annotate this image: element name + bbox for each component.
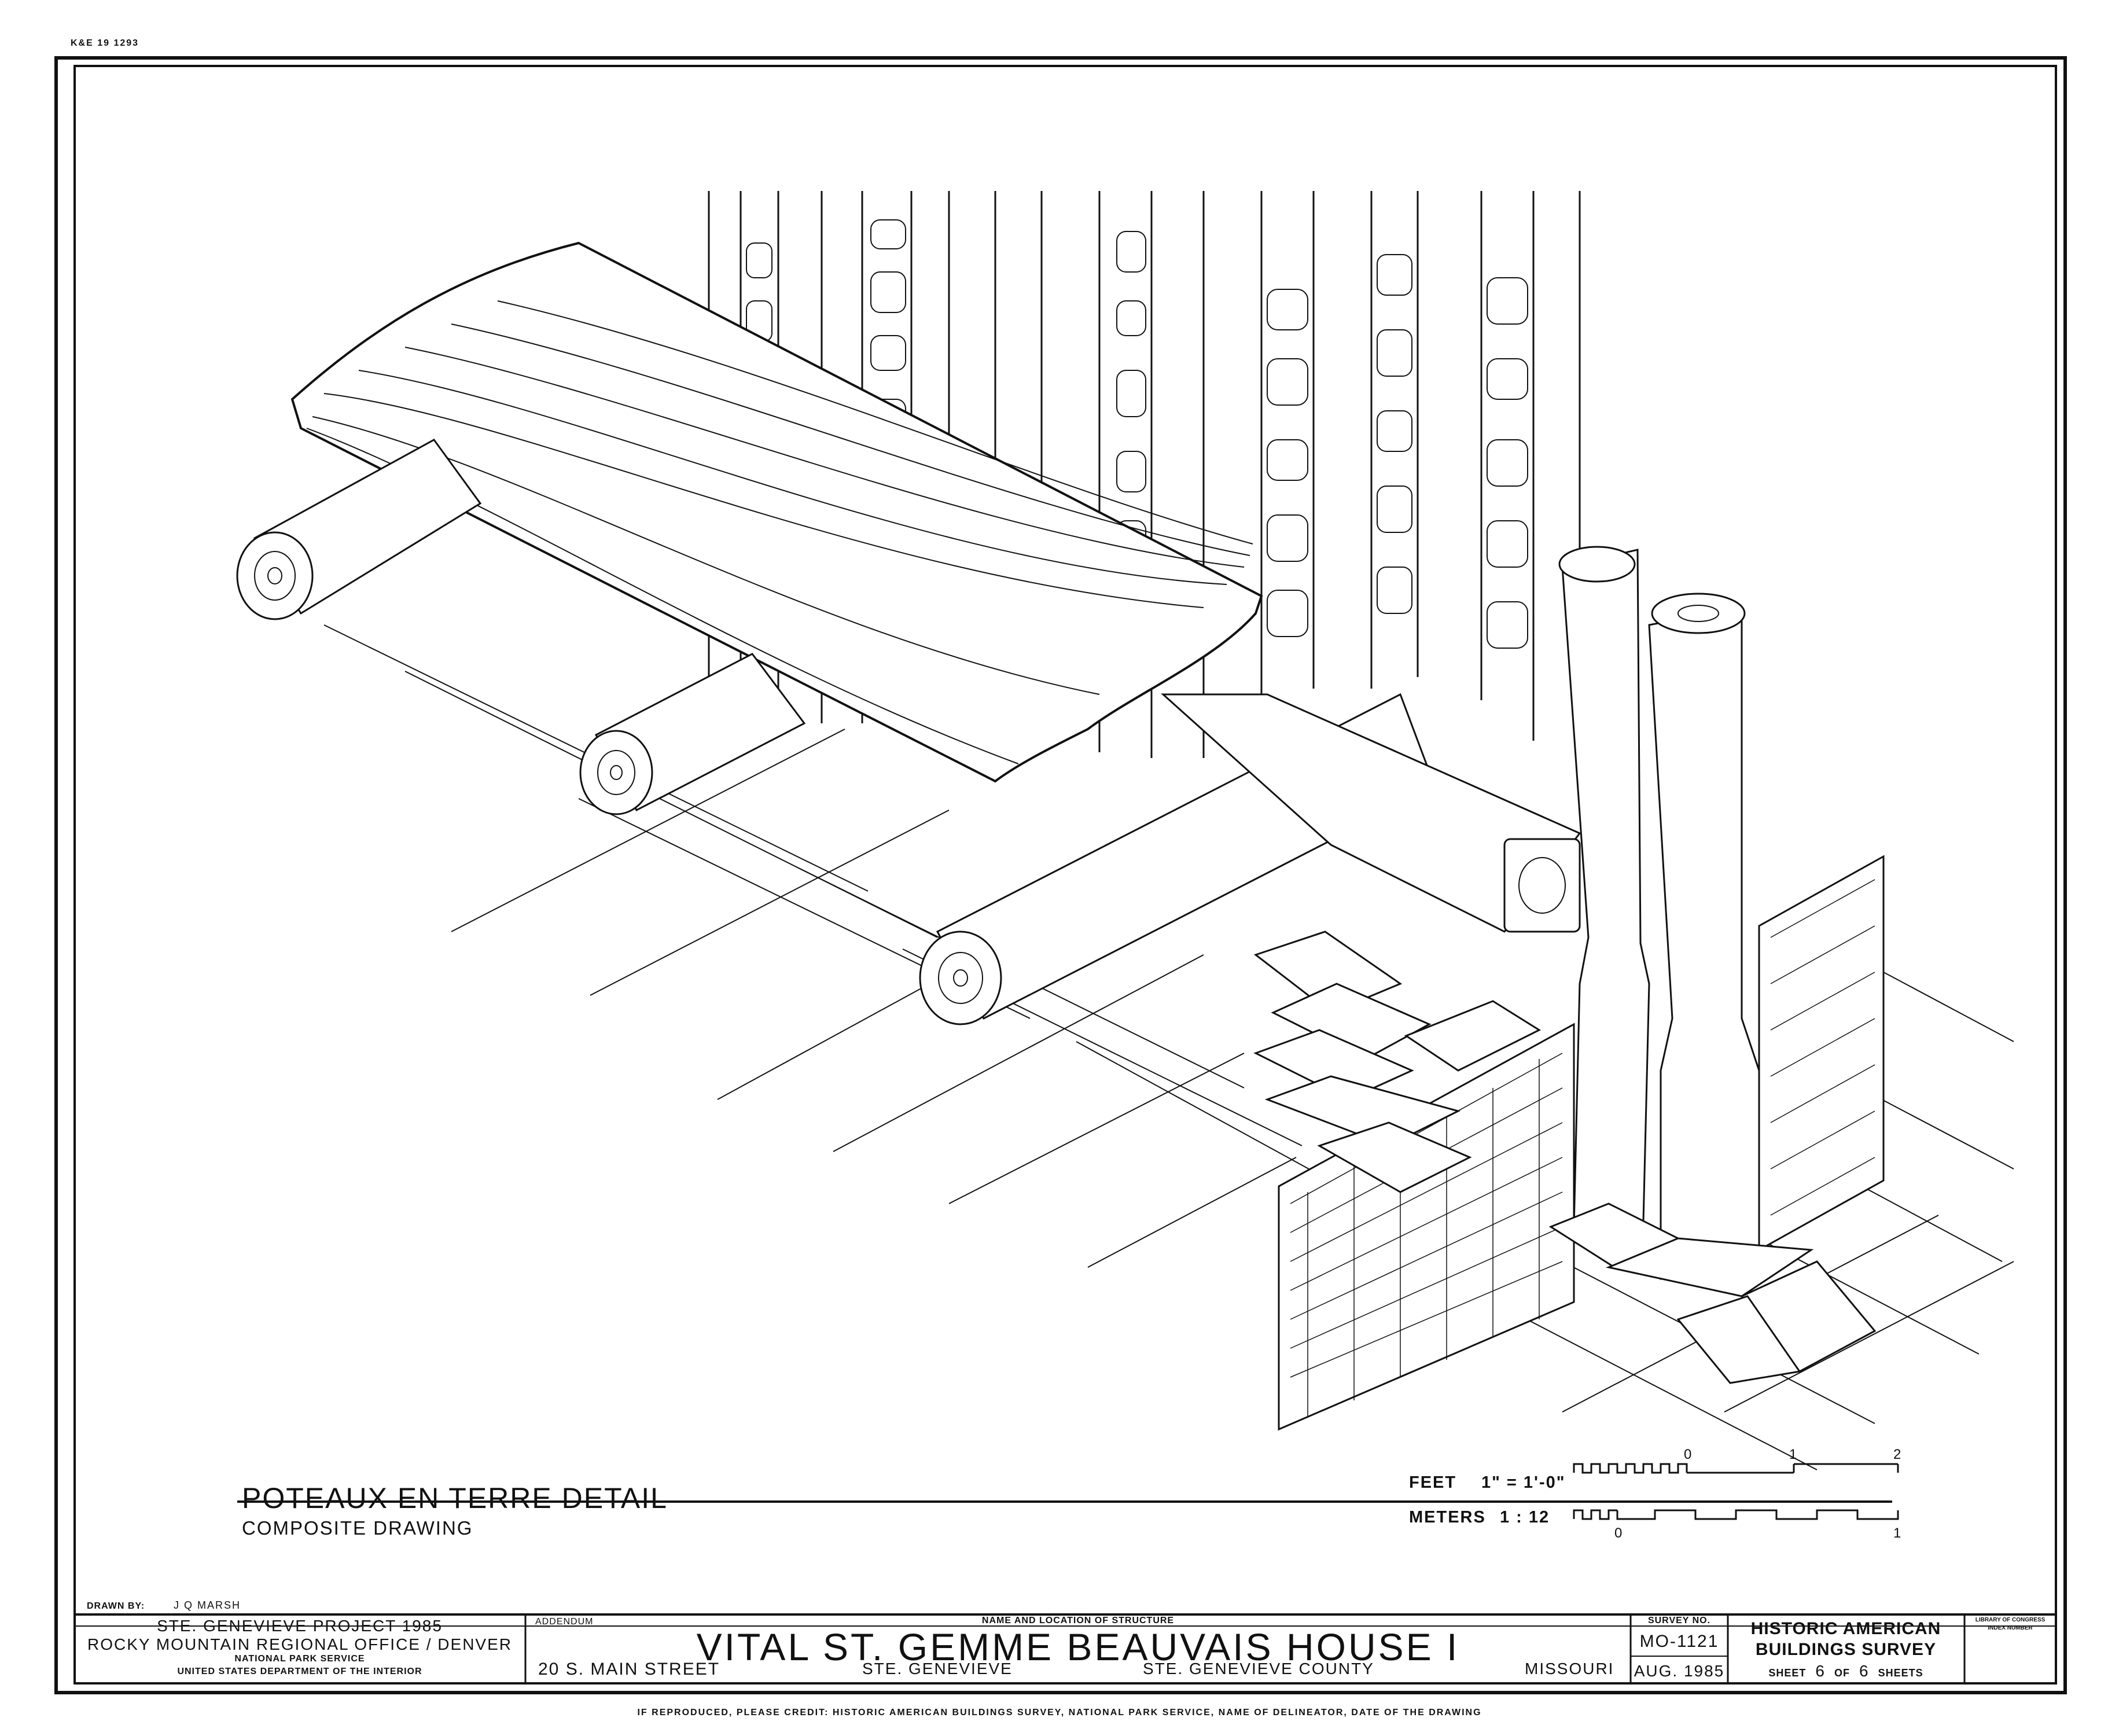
corner-posts bbox=[1558, 546, 1760, 1280]
drawing-subtitle: COMPOSITE DRAWING bbox=[242, 1517, 473, 1539]
of-label: OF bbox=[1834, 1667, 1850, 1679]
park-service: NATIONAL PARK SERVICE bbox=[234, 1654, 365, 1664]
feet-scale-ratio: 1" = 1'-0" bbox=[1481, 1473, 1566, 1492]
foundation-wall-left bbox=[1278, 1023, 1575, 1431]
survey-date: AUG. 1985 bbox=[1634, 1662, 1725, 1680]
sheet-number: 6 bbox=[1815, 1662, 1825, 1680]
meters-scale-bar bbox=[1573, 1509, 1899, 1520]
floor-plank bbox=[290, 241, 1263, 783]
agency-line-1: HISTORIC AMERICAN bbox=[1750, 1619, 1941, 1638]
feet-tick-0: 0 bbox=[1684, 1447, 1692, 1462]
plank-grain bbox=[306, 300, 1253, 764]
base-stones bbox=[1548, 1202, 1877, 1384]
meters-scale-ratio: 1 : 12 bbox=[1500, 1508, 1550, 1527]
sheet-label: SHEET bbox=[1768, 1667, 1807, 1679]
meters-tick-1: 1 bbox=[1893, 1525, 1901, 1541]
isometric-illustration bbox=[236, 191, 2014, 1470]
inner-border bbox=[73, 65, 2057, 1684]
meters-tick-0: 0 bbox=[1614, 1525, 1623, 1541]
project-name: STE. GENEVIEVE PROJECT 1985 bbox=[157, 1617, 443, 1635]
outer-border bbox=[54, 56, 2067, 1694]
feet-scale-bar bbox=[1573, 1463, 1899, 1474]
structure-name: VITAL ST. GEMME BEAUVAIS HOUSE I bbox=[696, 1625, 1460, 1668]
reproduction-credit: IF REPRODUCED, PLEASE CREDIT: HISTORIC A… bbox=[637, 1708, 1482, 1717]
meters-scale-label: METERS bbox=[1409, 1508, 1486, 1527]
loc-label-2: INDEX NUMBER bbox=[1988, 1625, 2033, 1631]
structure-label: NAME AND LOCATION OF STRUCTURE bbox=[981, 1616, 1175, 1625]
feet-scale-label: FEET bbox=[1409, 1473, 1457, 1492]
sheet-code: K&E 19 1293 bbox=[71, 38, 139, 48]
title-block-lines bbox=[75, 1613, 2056, 1683]
infill-stones bbox=[746, 219, 1528, 649]
drawn-by-label: DRAWN BY: bbox=[87, 1601, 145, 1611]
sheets-label: SHEETS bbox=[1878, 1667, 1923, 1679]
loc-label-1: LIBRARY OF CONGRESS bbox=[1975, 1617, 2046, 1623]
wall-hatching bbox=[1290, 879, 1875, 1418]
state: MISSOURI bbox=[1525, 1660, 1614, 1678]
city: STE. GENEVIEVE bbox=[862, 1660, 1013, 1678]
department: UNITED STATES DEPARTMENT OF THE INTERIOR bbox=[177, 1667, 422, 1676]
stone-pier bbox=[1253, 930, 1542, 1193]
survey-number: MO-1121 bbox=[1639, 1632, 1719, 1651]
sheet-count: SHEET 6 OF 6 SHEETS bbox=[1768, 1662, 1923, 1680]
sill-beam-end bbox=[1503, 838, 1581, 933]
address: 20 S. MAIN STREET bbox=[538, 1660, 720, 1679]
sheet-total: 6 bbox=[1859, 1662, 1869, 1680]
agency-line-2: BUILDINGS SURVEY bbox=[1755, 1640, 1937, 1659]
regional-office: ROCKY MOUNTAIN REGIONAL OFFICE / DENVER bbox=[87, 1635, 513, 1653]
foundation-wall-right bbox=[1758, 855, 1885, 1252]
feet-tick-2: 2 bbox=[1893, 1447, 1901, 1462]
county: STE. GENEVIEVE COUNTY bbox=[1143, 1660, 1374, 1678]
drawing-title: POTEAUX EN TERRE DETAIL bbox=[242, 1482, 668, 1514]
drawn-by-name: J Q MARSH bbox=[174, 1599, 241, 1611]
feet-tick-1: 1 bbox=[1789, 1447, 1797, 1462]
survey-label: SURVEY NO. bbox=[1647, 1616, 1711, 1625]
addendum-label: ADDENDUM bbox=[535, 1617, 594, 1627]
log-joist-1 bbox=[236, 439, 482, 620]
log-joist-2 bbox=[579, 653, 806, 815]
